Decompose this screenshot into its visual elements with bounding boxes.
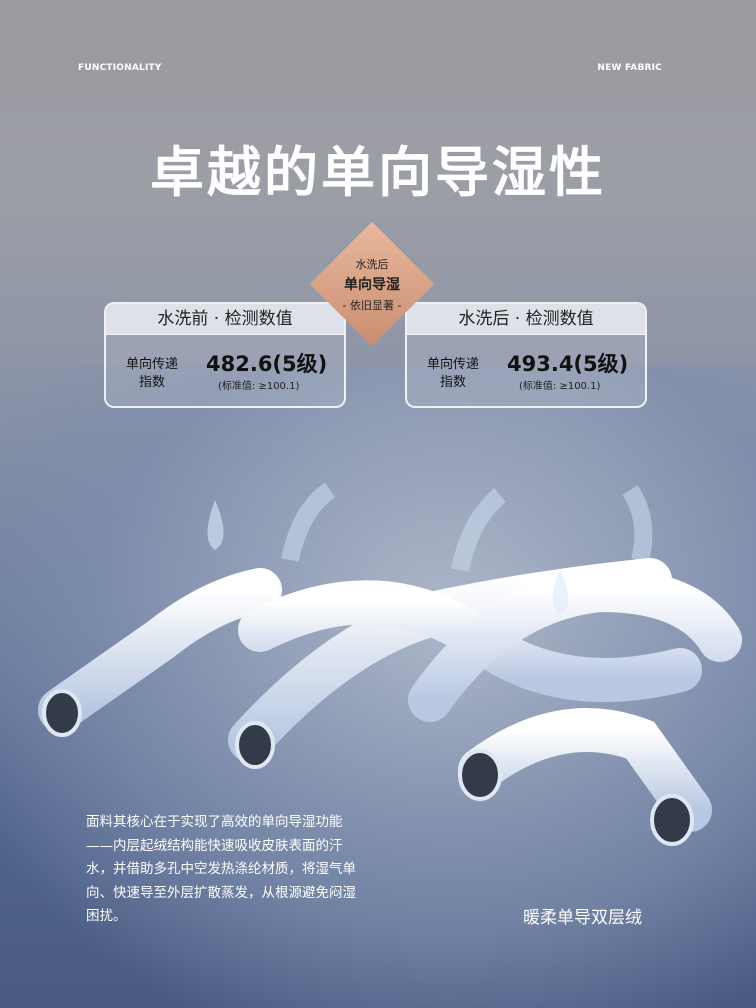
card-label-line2: 指数 <box>439 375 466 390</box>
card-label-line1: 单向传递 <box>426 357 479 372</box>
new-fabric-label: NEW FABRIC <box>597 63 662 73</box>
card-standard: (标准值: ≥100.1) <box>519 381 601 392</box>
tagline: 暖柔单导双层绒 <box>523 908 642 928</box>
card-label-line1: 单向传递 <box>125 357 178 372</box>
fiber <box>458 708 712 832</box>
moisture-arrows-icon <box>281 482 653 572</box>
badge-line2: 单向导湿 <box>344 277 400 293</box>
before-wash-card: 水洗前 · 检测数值 单向传递指数 482.6(5级) (标准值: ≥100.1… <box>104 302 346 408</box>
fiber-illustration <box>38 482 742 846</box>
card-standard: (标准值: ≥100.1) <box>218 381 300 392</box>
card-label: 单向传递指数 <box>421 356 485 392</box>
card-label-line2: 指数 <box>138 375 165 390</box>
badge-line1: 水洗后 <box>355 258 389 271</box>
after-wash-card: 水洗后 · 检测数值 单向传递指数 493.4(5级) (标准值: ≥100.1… <box>405 302 647 408</box>
fiber <box>38 568 282 732</box>
card-heading: 水洗前 · 检测数值 <box>106 304 344 335</box>
water-drop-icon <box>207 500 569 615</box>
badge-line3: - 依旧显著 - <box>342 299 402 312</box>
page-title: 卓越的单向导湿性 <box>150 141 606 204</box>
card-label: 单向传递指数 <box>120 356 184 392</box>
card-value: 482.6(5级) <box>206 352 328 376</box>
fiber <box>408 567 742 722</box>
card-heading: 水洗后 · 检测数值 <box>407 304 645 335</box>
badge-diamond: 水洗后 单向导湿 - 依旧显著 - <box>309 221 435 347</box>
fiber-ends-icon <box>42 689 694 846</box>
description-text: 面料其核心在于实现了高效的单向导湿功能——内层起绒结构能快速吸收皮肤表面的汗水，… <box>86 814 356 924</box>
card-value: 493.4(5级) <box>507 352 629 376</box>
functionality-label: FUNCTIONALITY <box>78 63 162 73</box>
